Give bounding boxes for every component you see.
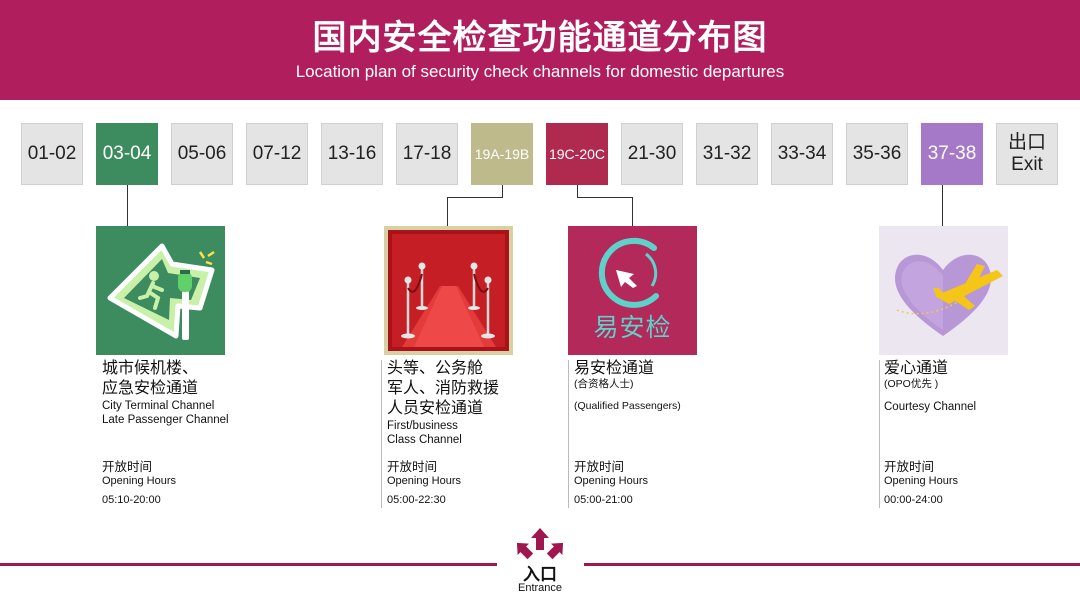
hours-city-terminal: 开放时间 Opening Hours 05:10-20:00 [102, 459, 176, 507]
channel-05-06: 05-06 [171, 123, 233, 185]
channel-19c-20c: 19C-20C [546, 123, 608, 185]
emergency-exit-running-man-icon [96, 226, 225, 355]
heart-airplane-icon [879, 226, 1008, 355]
hours-label-cn: 开放时间 [387, 459, 438, 474]
hours-first-business: 开放时间 Opening Hours 05:00-22:30 [387, 459, 461, 507]
channel-21-30: 21-30 [621, 123, 683, 185]
channel-13-16: 13-16 [321, 123, 383, 185]
connector-19c-top [577, 185, 578, 197]
bottom-line-right [584, 563, 1080, 566]
feature-name-en: City Terminal Channel Late Passenger Cha… [102, 400, 229, 426]
connector-37-38 [942, 185, 943, 226]
easy-security-logo-text: 易安检 [593, 313, 672, 342]
connector-19a-down [447, 197, 448, 226]
hours-value: 05:10-20:00 [102, 494, 161, 506]
hours-label-en: Opening Hours [574, 475, 648, 487]
exit-label-en: Exit [1011, 154, 1043, 175]
hours-label-cn: 开放时间 [574, 459, 625, 474]
hours-value: 05:00-22:30 [387, 494, 446, 506]
channel-35-36: 35-36 [846, 123, 908, 185]
feature-courtesy: 爱心通道 (OPO优先 ) Courtesy Channel [884, 358, 976, 415]
connector-03-04 [127, 185, 128, 226]
feature-city-terminal: 城市候机楼、 应急安检通道 City Terminal Channel Late… [102, 358, 229, 427]
feature-name-en: First/business Class Channel [387, 420, 462, 446]
connector-19a-top [502, 185, 503, 197]
feature-first-business: 头等、公务舱 军人、消防救援 人员安检通道 First/business Cla… [387, 358, 499, 447]
hours-label-en: Opening Hours [102, 475, 176, 487]
entrance-label-cn: 入口 [523, 565, 557, 585]
hours-easy-security: 开放时间 Opening Hours 05:00-21:00 [574, 459, 648, 507]
feature-name-cn: 爱心通道 [884, 358, 949, 377]
hours-label-cn: 开放时间 [102, 459, 153, 474]
hours-value: 00:00-24:00 [884, 494, 943, 506]
channel-07-12: 07-12 [246, 123, 308, 185]
feature-name-cn: 城市候机楼、 应急安检通道 [102, 358, 199, 397]
title-english: Location plan of security check channels… [295, 62, 785, 81]
feature-easy-security: 易安检通道 (合资格人士) (Qualified Passengers) [574, 358, 681, 413]
hours-label-en: Opening Hours [884, 475, 958, 487]
channel-37-38: 37-38 [921, 123, 983, 185]
easy-security-logo-icon: 易安检 [568, 226, 697, 355]
channel-17-18: 17-18 [396, 123, 458, 185]
channel-33-34: 33-34 [771, 123, 833, 185]
feature-note-cn: (OPO优先 ) [884, 378, 939, 390]
bottom-line-left [0, 563, 497, 566]
title-chinese: 国内安全检查功能通道分布图 [312, 18, 768, 58]
feature-separator-2 [381, 360, 382, 508]
connector-19c-horizontal [577, 197, 632, 198]
feature-name-cn: 易安检通道 [574, 358, 655, 377]
feature-name-en: (Qualified Passengers) [574, 400, 681, 412]
feature-separator-3 [568, 360, 569, 508]
red-carpet-vip-icon [384, 226, 513, 355]
feature-name-cn: 头等、公务舱 军人、消防救援 人员安检通道 [387, 358, 500, 417]
channel-19a-19b: 19A-19B [471, 123, 533, 185]
connector-19c-down [632, 197, 633, 226]
feature-name-en: Courtesy Channel [884, 401, 977, 413]
channel-01-02: 01-02 [21, 123, 83, 185]
entrance-label-en: Entrance [517, 582, 563, 594]
hours-value: 05:00-21:00 [574, 494, 633, 506]
hours-label-en: Opening Hours [387, 475, 461, 487]
header-banner: 国内安全检查功能通道分布图 Location plan of security … [0, 0, 1080, 100]
hours-courtesy: 开放时间 Opening Hours 00:00-24:00 [884, 459, 958, 507]
channel-03-04: 03-04 [96, 123, 158, 185]
entrance-arrows-icon [516, 528, 564, 560]
feature-note-cn: (合资格人士) [574, 378, 634, 390]
channel-exit: 出口 Exit [996, 123, 1058, 185]
exit-label-cn: 出口 [1007, 132, 1046, 153]
hours-label-cn: 开放时间 [884, 459, 935, 474]
connector-19a-horizontal [447, 197, 503, 198]
feature-separator-4 [879, 360, 880, 508]
channel-31-32: 31-32 [696, 123, 758, 185]
